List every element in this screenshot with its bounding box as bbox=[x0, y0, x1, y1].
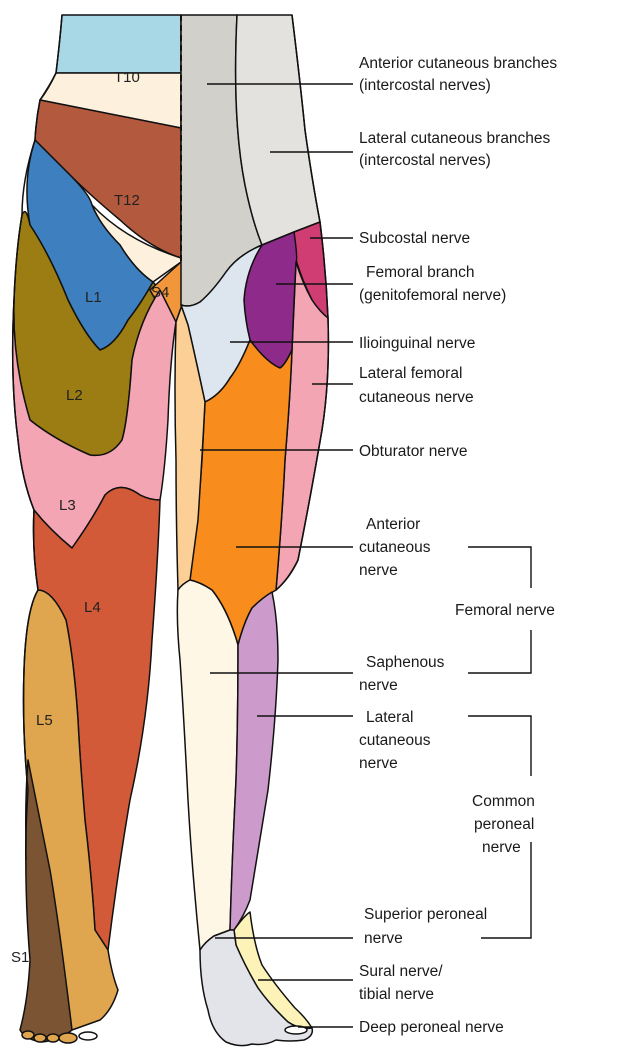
left-toe-3 bbox=[47, 1034, 59, 1042]
dermatome-label-L1: L1 bbox=[85, 289, 102, 306]
label-ilioinguinal: Ilioinguinal nerve bbox=[359, 335, 475, 352]
label-anterior-cutaneous-branches: Anterior cutaneous branches (intercostal… bbox=[359, 55, 562, 94]
dermatome-label-T10: T10 bbox=[114, 69, 140, 86]
label-lateral-femoral: Lateral femoral cutaneous nerve bbox=[359, 365, 474, 406]
label-saphenous: Saphenous nerve bbox=[359, 654, 449, 694]
bracket-common-peroneal bbox=[468, 716, 531, 776]
dermatome-label-S4: S4 bbox=[151, 284, 169, 301]
label-anterior-cutaneous: Anterior cutaneous nerve bbox=[359, 516, 435, 579]
left-toe-1 bbox=[22, 1031, 34, 1039]
bracket-common-peroneal-lower bbox=[481, 842, 531, 938]
label-sural-tibial: Sural nerve/ tibial nerve bbox=[359, 963, 447, 1003]
label-superior-peroneal: Superior peroneal nerve bbox=[364, 906, 492, 947]
dermatome-label-L4: L4 bbox=[84, 599, 101, 616]
dermatome-label-L3: L3 bbox=[59, 497, 76, 514]
label-deep-peroneal: Deep peroneal nerve bbox=[359, 1019, 504, 1036]
dermatome-T10 bbox=[56, 15, 181, 73]
label-lateral-cutaneous: Lateral cutaneous nerve bbox=[359, 709, 435, 772]
bracket-femoral-nerve-lower bbox=[468, 630, 531, 673]
left-leg-dermatomes bbox=[13, 15, 184, 1043]
right-leg-nerves bbox=[175, 15, 328, 1046]
label-obturator: Obturator nerve bbox=[359, 443, 468, 460]
label-femoral-branch: Femoral branch (genitofemoral nerve) bbox=[359, 264, 506, 304]
label-lateral-cutaneous-branches: Lateral cutaneous branches (intercostal … bbox=[359, 130, 555, 169]
left-toe-4 bbox=[59, 1033, 77, 1043]
label-femoral-nerve: Femoral nerve bbox=[455, 602, 555, 619]
left-toe-nail bbox=[79, 1032, 97, 1040]
dermatome-label-L5: L5 bbox=[36, 712, 53, 729]
dermatome-label-S1: S1 bbox=[11, 949, 29, 966]
region-saphenous bbox=[177, 580, 238, 950]
label-common-peroneal: Common peroneal nerve bbox=[472, 793, 539, 856]
left-toe-2 bbox=[34, 1034, 46, 1042]
label-subcostal: Subcostal nerve bbox=[359, 230, 470, 247]
dermatome-label-L2: L2 bbox=[66, 387, 83, 404]
bracket-femoral-nerve bbox=[468, 547, 531, 588]
dermatome-label-T12: T12 bbox=[114, 192, 140, 209]
